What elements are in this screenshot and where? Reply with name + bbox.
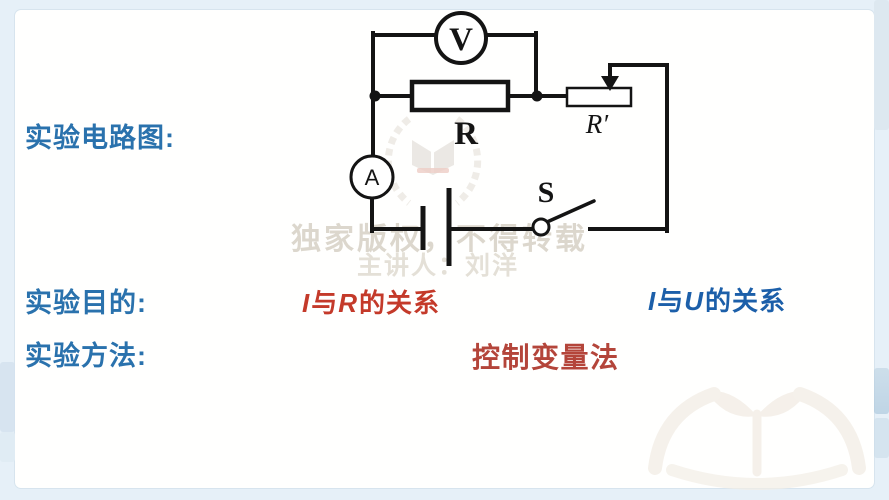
- ir-var-i: I: [302, 288, 311, 318]
- switch-icon: [531, 199, 596, 237]
- section-label-method: 实验方法:: [25, 341, 147, 371]
- bg-patch-left-low: [0, 432, 15, 462]
- bg-patch-right-top: [874, 0, 889, 130]
- junction-dot-left: [369, 90, 381, 102]
- rheostat-slider-arrow-icon: [601, 76, 619, 91]
- hands-sprout-icon: [648, 387, 866, 490]
- iu-suffix: 的关系: [705, 286, 787, 316]
- method-value-text: 控制变量法: [472, 342, 620, 373]
- section-label-purpose: 实验目的:: [25, 288, 147, 318]
- section-label-circuit-diagram: 实验电路图:: [25, 123, 175, 153]
- iu-var-u: U: [684, 286, 705, 316]
- resistor-label: R: [454, 116, 479, 152]
- ir-conj: 与: [311, 288, 339, 318]
- watermark-text-line2: 主讲人：刘洋: [357, 252, 520, 280]
- purpose-iu-text: I与U的关系: [648, 281, 786, 318]
- circuit-wires: [370, 31, 669, 233]
- rheostat-icon: [565, 86, 633, 108]
- resistor-icon: [409, 79, 511, 113]
- logo-red-text-mark: [417, 168, 449, 173]
- purpose-ir-text: I与R的关系: [302, 283, 440, 320]
- ir-suffix: 的关系: [359, 288, 441, 318]
- switch-label: S: [538, 176, 555, 209]
- bg-patch-right-mid: [874, 368, 889, 414]
- ir-var-r: R: [338, 288, 359, 318]
- bg-patch-left: [0, 362, 15, 432]
- bg-patch-right-low: [874, 418, 889, 458]
- voltmeter-label: V: [449, 22, 473, 58]
- ammeter-label: A: [365, 165, 380, 190]
- junction-dot-right: [531, 90, 543, 102]
- iu-conj: 与: [657, 286, 685, 316]
- laurel-wreath-icon: [384, 116, 482, 206]
- rheostat-label: R′: [585, 109, 609, 139]
- iu-var-i: I: [648, 286, 657, 316]
- ammeter-icon: [349, 154, 395, 200]
- voltmeter-icon: [434, 11, 488, 65]
- battery-icon: [420, 188, 452, 266]
